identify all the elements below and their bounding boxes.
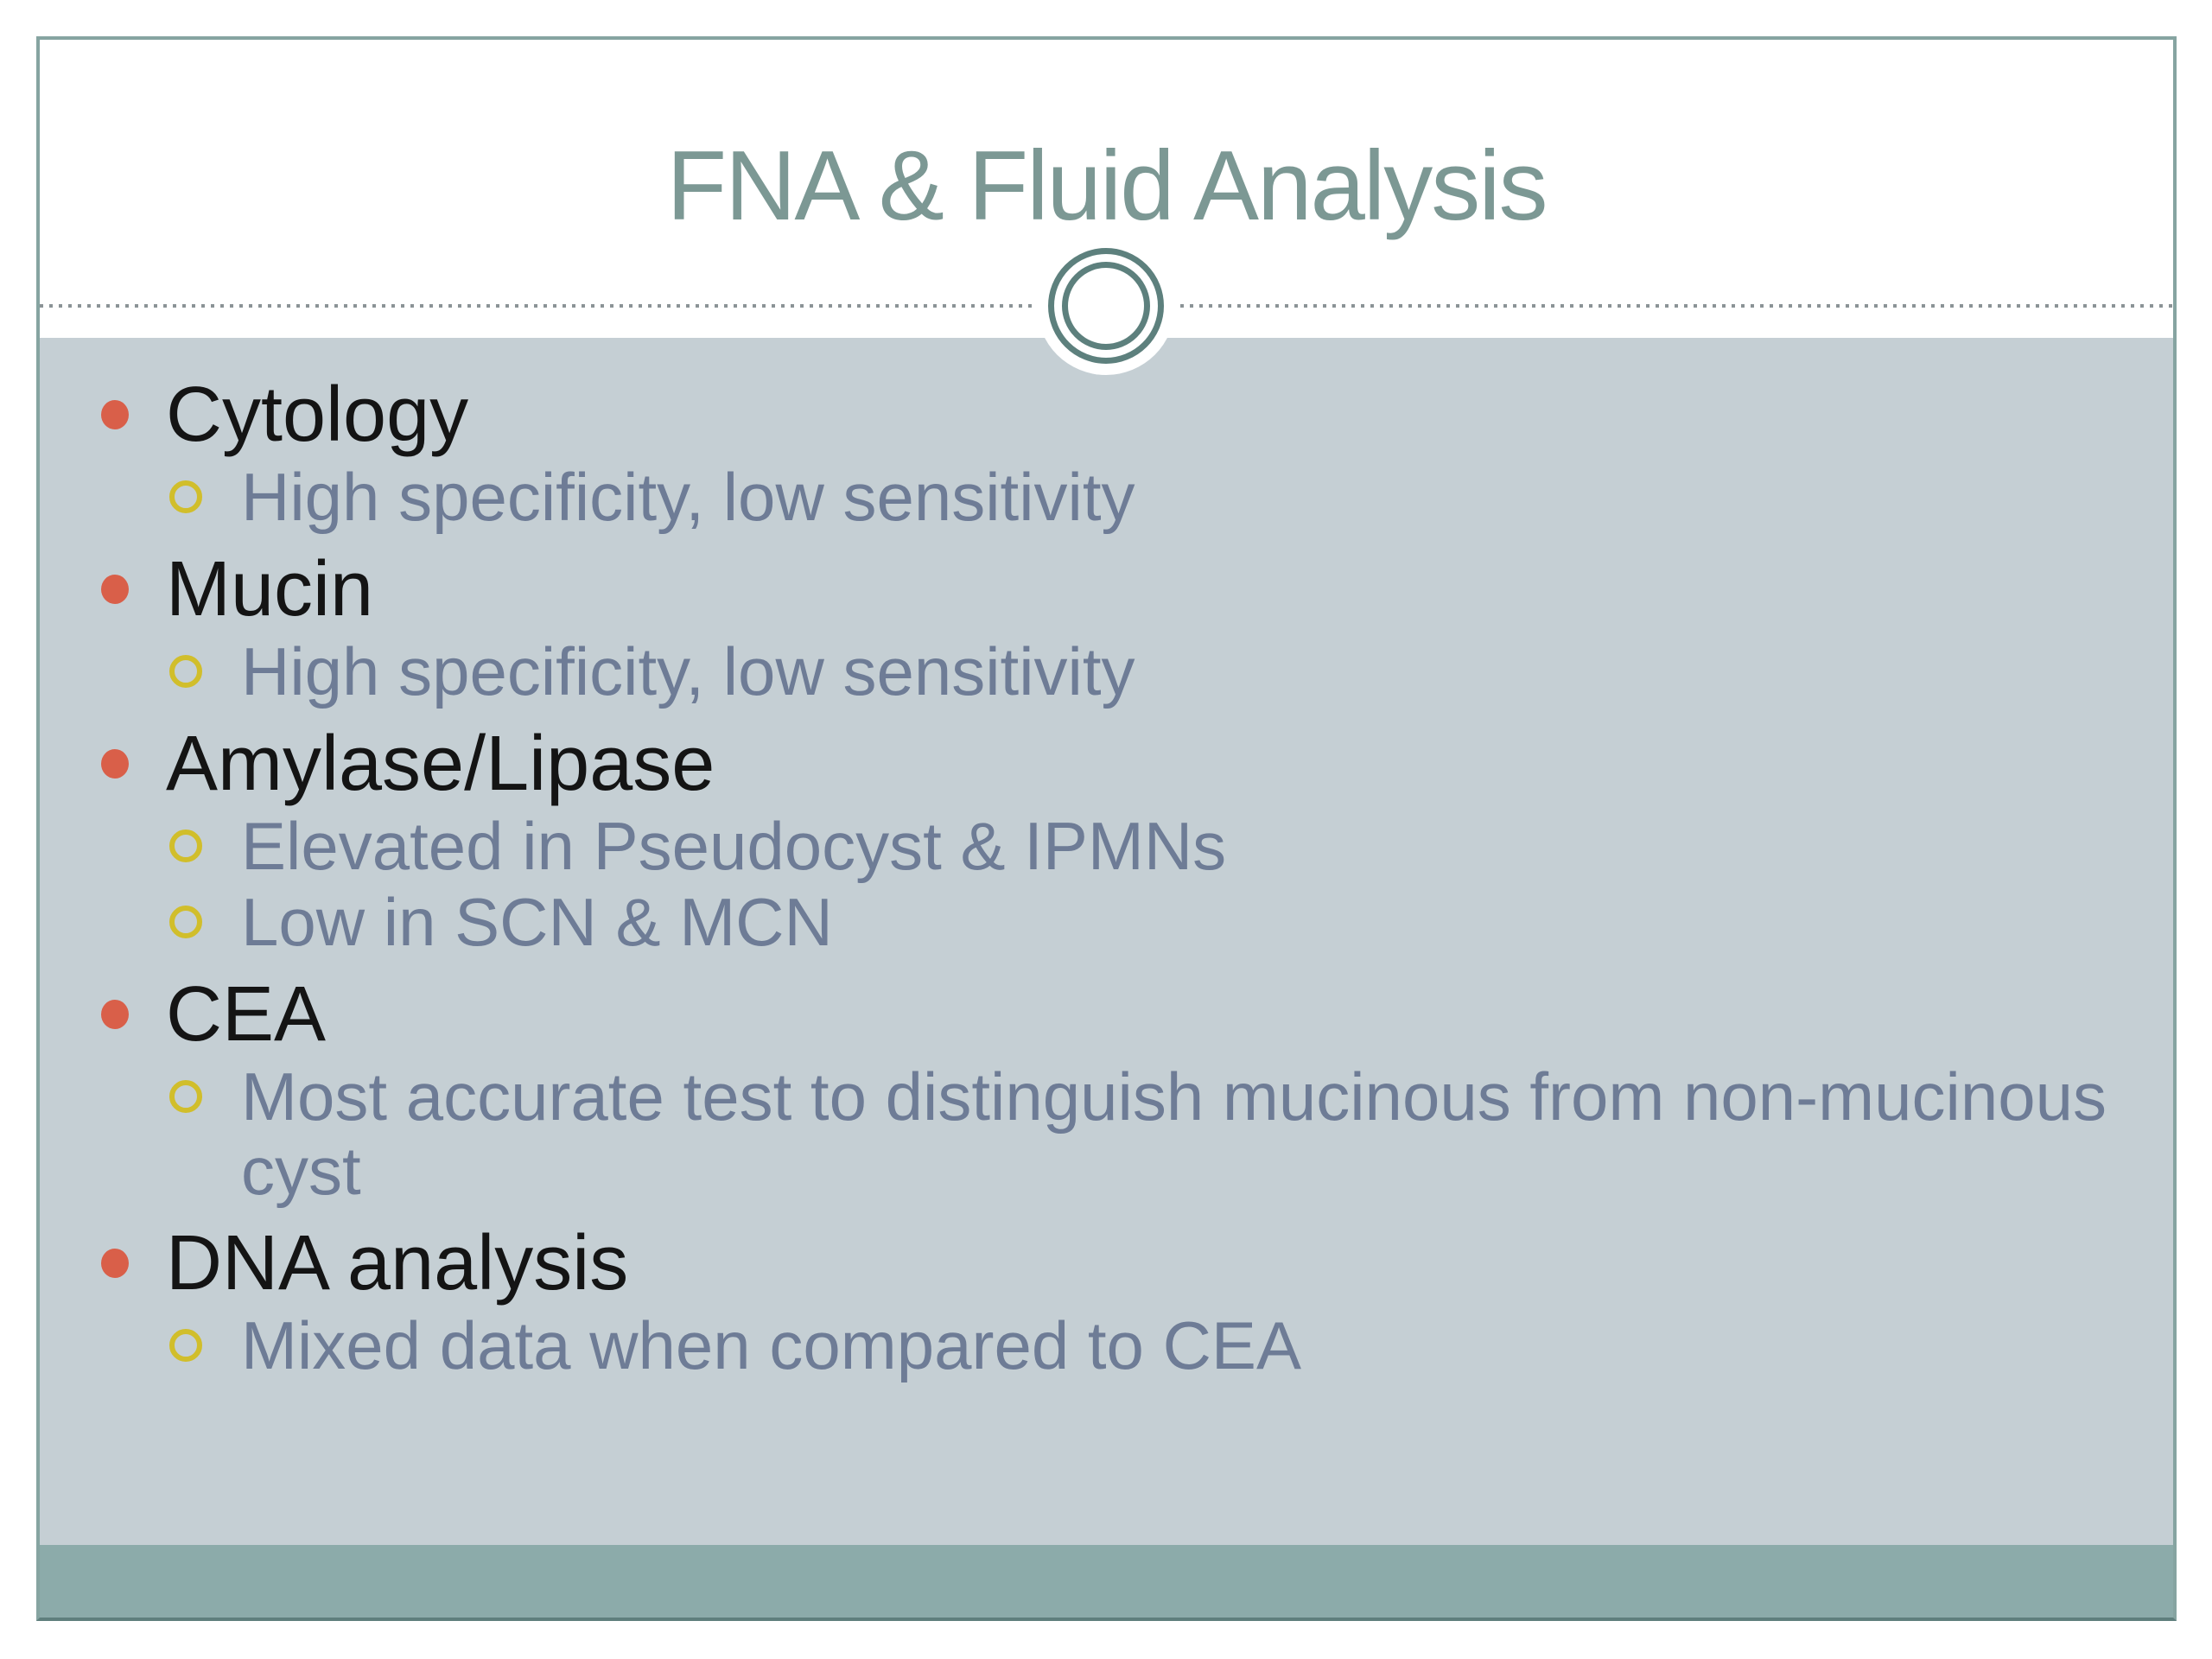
bullet-text: DNA analysis (166, 1220, 629, 1306)
content-area (40, 338, 2173, 1545)
sub-bullet-text: Elevated in Pseudocyst & IPMNs (241, 808, 1227, 884)
footer-band (40, 1545, 2173, 1618)
sub-bullet-item: Most accurate test to distinguish mucino… (40, 1059, 2139, 1208)
bullet-dot-icon (101, 400, 129, 429)
sub-bullet-circle-icon (169, 1080, 202, 1113)
sub-bullet-circle-icon (169, 906, 202, 938)
sub-bullet-circle-icon (169, 480, 202, 513)
sub-bullet-text: Mixed data when compared to CEA (241, 1307, 1301, 1383)
sub-bullet-circle-icon (169, 830, 202, 862)
double-ring-icon (1048, 248, 1164, 364)
sub-bullet-item: High specificity, low sensitivity (40, 460, 2139, 534)
sub-bullet-text: High specificity, low sensitivity (241, 459, 1135, 535)
bullet-item: Amylase/Lipase (40, 721, 2139, 807)
sub-bullet-circle-icon (169, 655, 202, 688)
bullet-dot-icon (101, 1000, 129, 1029)
bullet-dot-icon (101, 575, 129, 604)
bullet-text: CEA (166, 971, 327, 1058)
sub-bullet-text: Low in SCN & MCN (241, 884, 833, 960)
slide-title: FNA & Fluid Analysis (666, 131, 1548, 241)
bullet-dot-icon (101, 1249, 129, 1278)
bullet-text: Mucin (166, 546, 374, 632)
sub-bullet-item: High specificity, low sensitivity (40, 634, 2139, 709)
bullet-item: Cytology (40, 372, 2139, 458)
sub-bullet-item: Low in SCN & MCN (40, 885, 2139, 959)
bullet-item: DNA analysis (40, 1220, 2139, 1306)
bullet-text: Amylase/Lipase (166, 721, 715, 807)
sub-bullet-text: Most accurate test to distinguish mucino… (241, 1058, 2107, 1209)
sub-bullet-item: Elevated in Pseudocyst & IPMNs (40, 809, 2139, 883)
bullet-item: Mucin (40, 546, 2139, 632)
bullet-item: CEA (40, 971, 2139, 1058)
sub-bullet-item: Mixed data when compared to CEA (40, 1308, 2139, 1382)
double-ring-inner-icon (1062, 262, 1150, 350)
sub-bullet-text: High specificity, low sensitivity (241, 633, 1135, 709)
sub-bullet-circle-icon (169, 1329, 202, 1362)
bullet-text: Cytology (166, 372, 469, 458)
bullet-dot-icon (101, 749, 129, 779)
